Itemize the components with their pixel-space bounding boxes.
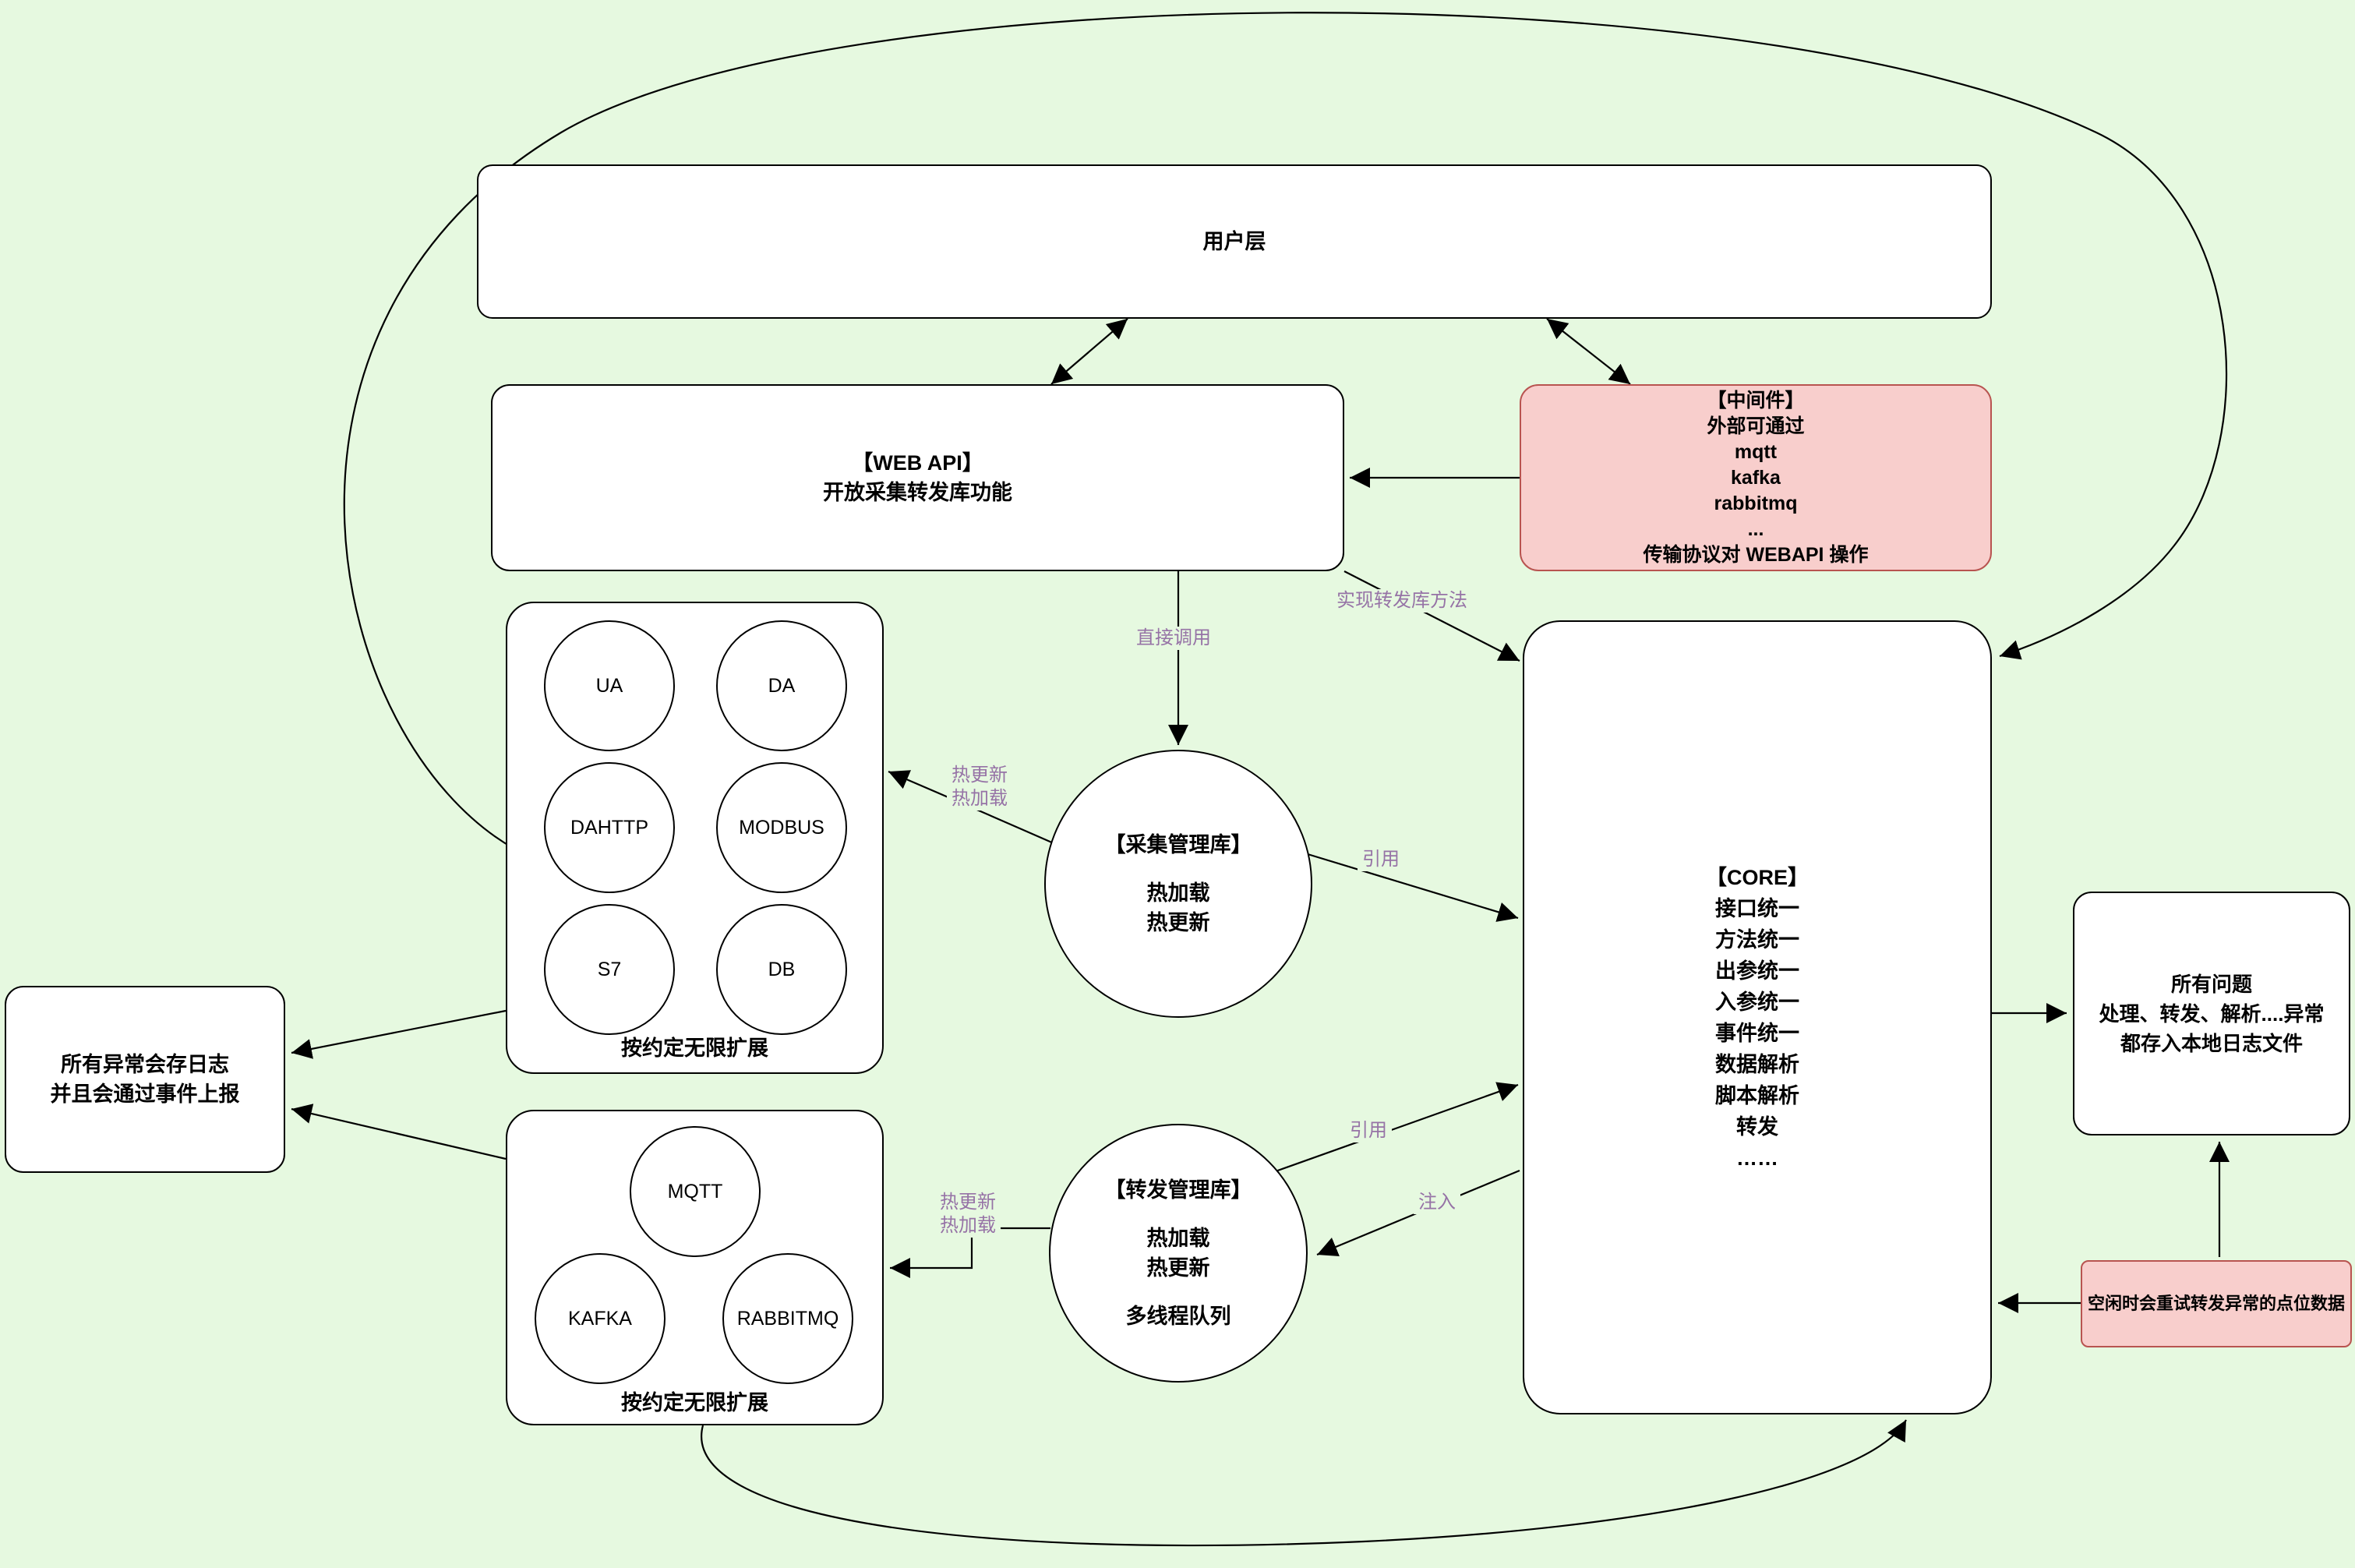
forward-manager-line: 热加载	[1146, 1227, 1210, 1250]
edge-label-implement-forward: 实现转发库方法	[1332, 589, 1472, 613]
problems-line: 都存入本地日志文件	[2120, 1031, 2303, 1055]
collect-manager-line: 热加载	[1146, 881, 1210, 905]
forward-manager-title: 【转发管理库】	[1104, 1178, 1252, 1202]
circle-modbus-label: MODBUS	[739, 817, 824, 839]
circle-ua: UA	[544, 620, 675, 751]
circle-kafka-label: KAFKA	[568, 1308, 632, 1330]
collect-group-caption: 按约定无限扩展	[621, 1037, 768, 1060]
web-api-title: 【WEB API】	[852, 451, 983, 475]
edge-forwardgroup-core-loop	[701, 1419, 1907, 1547]
edge-label-hot-top: 热更新 热加载	[947, 764, 1012, 810]
node-retry: 空闲时会重试转发异常的点位数据	[2081, 1260, 2352, 1347]
edge-label-text: 热加载	[940, 1215, 996, 1236]
edge-label-text: 注入	[1418, 1192, 1456, 1213]
problems-line: 处理、转发、解析....异常	[2099, 1001, 2325, 1026]
core-line: 入参统一	[1715, 990, 1799, 1014]
middleware-line: 外部可通过	[1707, 415, 1805, 437]
circle-s7: S7	[544, 904, 675, 1035]
edge-userlayer-webapi	[1050, 318, 1128, 385]
collect-manager-title: 【采集管理库】	[1104, 833, 1252, 856]
circle-mqtt-label: MQTT	[667, 1181, 723, 1202]
middleware-line: mqtt	[1734, 440, 1778, 463]
edge-label-text: 热更新	[952, 765, 1008, 786]
circle-rabbitmq-label: RABBITMQ	[736, 1308, 839, 1330]
edge-label-direct-call: 直接调用	[1132, 627, 1216, 650]
edge-collectmanager-core	[1307, 853, 1519, 922]
core-line: 方法统一	[1715, 927, 1799, 952]
circle-s7-label: S7	[597, 959, 622, 980]
edge-forwardmanager-core	[1273, 1082, 1519, 1174]
node-exception-log: 所有异常会存日志 并且会通过事件上报	[5, 986, 285, 1173]
problems-line: 所有问题	[2170, 972, 2252, 996]
circle-mqtt: MQTT	[630, 1126, 761, 1257]
middleware-line: ...	[1747, 517, 1764, 540]
web-api-subtitle: 开放采集转发库功能	[823, 481, 1012, 504]
exception-log-line: 所有异常会存日志	[61, 1053, 229, 1076]
forward-group-caption: 按约定无限扩展	[621, 1391, 768, 1414]
node-problems: 所有问题 处理、转发、解析....异常 都存入本地日志文件	[2073, 892, 2350, 1135]
circle-modbus: MODBUS	[716, 762, 847, 893]
core-line: 转发	[1736, 1114, 1778, 1139]
core-line: 出参统一	[1715, 959, 1799, 983]
node-collect-plugins-group: UA DA DAHTTP MODBUS S7 DB 按约定无限扩展	[506, 602, 884, 1074]
edge-label-text: 引用	[1350, 1120, 1387, 1141]
edge-forwardgroup-exceptionlog	[291, 1104, 507, 1160]
circle-da: DA	[716, 620, 847, 751]
core-line: 数据解析	[1715, 1052, 1799, 1076]
middleware-line: 【中间件】	[1707, 389, 1805, 411]
middleware-line: kafka	[1731, 466, 1781, 489]
node-middleware: 【中间件】 外部可通过 mqtt kafka rabbitmq ... 传输协议…	[1520, 384, 1992, 571]
edge-label-text: 引用	[1362, 849, 1400, 870]
edge-userlayer-middleware	[1546, 318, 1631, 385]
circle-ua-label: UA	[595, 675, 623, 697]
core-line: 【CORE】	[1705, 865, 1809, 889]
core-line: 事件统一	[1715, 1021, 1799, 1045]
middleware-line: 传输协议对 WEBAPI 操作	[1643, 543, 1869, 566]
node-collect-manager: 【采集管理库】 热加载 热更新	[1044, 750, 1312, 1018]
edge-label-reference-forward: 引用	[1345, 1119, 1392, 1142]
node-web-api: 【WEB API】 开放采集转发库功能	[491, 384, 1344, 571]
edge-forwardmanager-forwardgroup	[890, 1227, 1050, 1278]
edge-label-inject: 注入	[1414, 1191, 1460, 1214]
core-line: 脚本解析	[1715, 1083, 1799, 1107]
node-core: 【CORE】 接口统一 方法统一 出参统一 入参统一 事件统一 数据解析 脚本解…	[1523, 620, 1992, 1414]
node-forward-plugins-group: MQTT KAFKA RABBITMQ 按约定无限扩展	[506, 1110, 884, 1425]
circle-da-label: DA	[768, 675, 796, 697]
edge-collectgroup-exceptionlog	[291, 1009, 507, 1059]
middleware-line: rabbitmq	[1714, 492, 1798, 514]
exception-log-line: 并且会通过事件上报	[50, 1082, 240, 1106]
edge-label-hot-bottom: 热更新 热加载	[935, 1191, 1001, 1238]
core-line: ……	[1736, 1146, 1778, 1170]
edge-label-text: 实现转发库方法	[1336, 590, 1467, 611]
circle-kafka: KAFKA	[535, 1253, 666, 1384]
forward-manager-line: 热更新	[1146, 1256, 1210, 1280]
circle-dahttp: DAHTTP	[544, 762, 675, 893]
circle-db-label: DB	[768, 959, 796, 980]
edge-collectgroup-core-loop	[343, 12, 2228, 849]
collect-manager-line: 热更新	[1146, 911, 1210, 934]
user-layer-label: 用户层	[1202, 230, 1266, 253]
edge-label-text: 热加载	[952, 788, 1008, 809]
node-forward-manager: 【转发管理库】 热加载 热更新 多线程队列	[1049, 1124, 1308, 1383]
edge-label-text: 热更新	[940, 1192, 996, 1213]
node-user-layer: 用户层	[477, 164, 1992, 319]
core-line: 接口统一	[1715, 896, 1799, 920]
circle-db: DB	[716, 904, 847, 1035]
retry-label: 空闲时会重试转发异常的点位数据	[2087, 1294, 2345, 1313]
circle-rabbitmq: RABBITMQ	[722, 1253, 853, 1384]
circle-dahttp-label: DAHTTP	[570, 817, 648, 839]
edge-webapi-core	[1343, 570, 1520, 662]
forward-manager-line: 多线程队列	[1125, 1305, 1231, 1328]
edge-label-reference-collect: 引用	[1358, 848, 1404, 871]
edge-label-text: 直接调用	[1136, 627, 1211, 648]
